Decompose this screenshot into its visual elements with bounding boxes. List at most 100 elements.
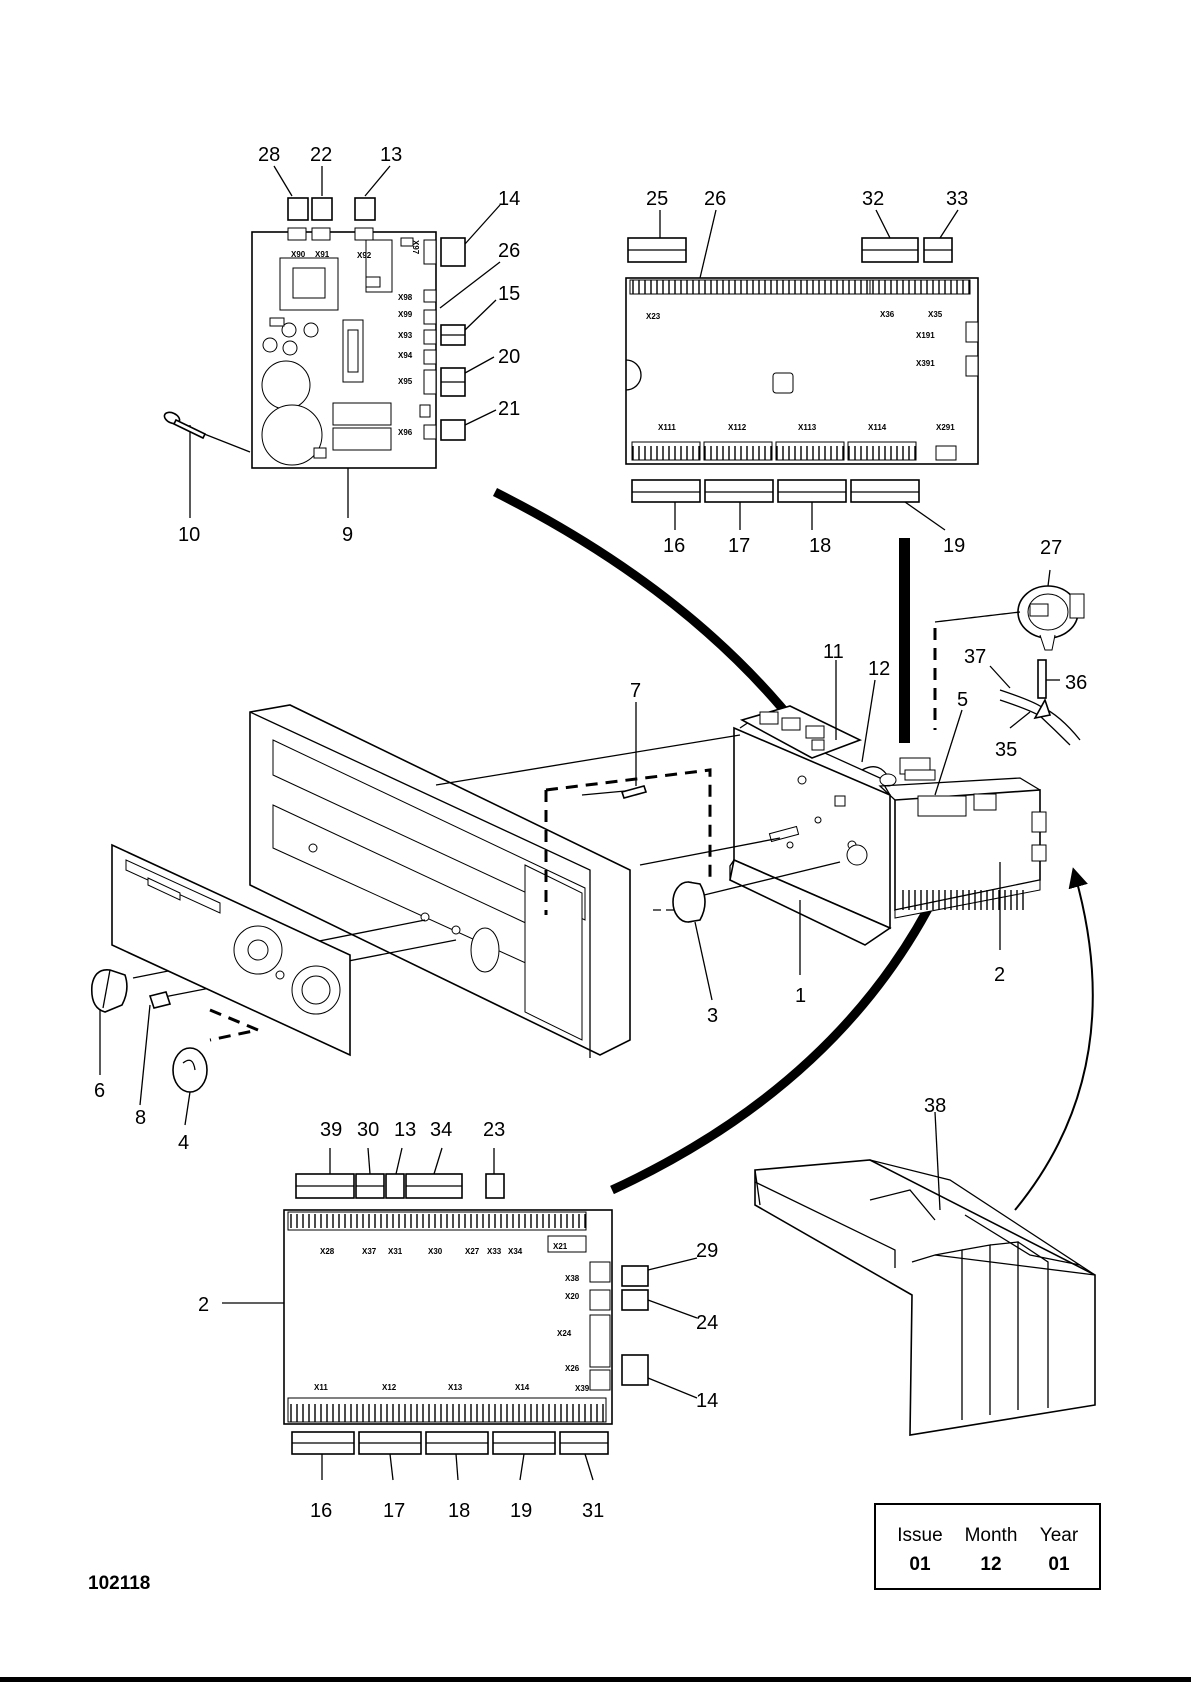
callout-18-top: 18: [809, 535, 831, 557]
conn-x28: X28: [320, 1247, 335, 1256]
callout-33: 33: [946, 188, 968, 210]
conn-x39: X39: [575, 1384, 590, 1393]
issue-label: Issue: [897, 1525, 943, 1546]
month-label: Month: [964, 1525, 1018, 1546]
leaders-assembly: [799, 660, 1001, 975]
conn-x38: X38: [565, 1274, 580, 1283]
leaders-top-right: [659, 209, 959, 531]
leader-38: [934, 1111, 941, 1211]
callout-29: 29: [696, 1240, 718, 1262]
callout-2-detail: 2: [198, 1294, 209, 1316]
conn-x94: X94: [398, 351, 413, 360]
conn-x27: X27: [465, 1247, 480, 1256]
leaders-27: [989, 569, 1060, 729]
conn-x35: X35: [928, 310, 943, 319]
conn-x31: X31: [388, 1247, 403, 1256]
callout-11: 11: [823, 641, 844, 663]
arrow-curve-bottom: [610, 873, 950, 1195]
conn-x95: X95: [398, 377, 413, 386]
pcb-2-detail: [283, 1209, 613, 1425]
year-value: 01: [1048, 1554, 1070, 1575]
conn-x21: X21: [553, 1242, 568, 1251]
callout-27: 27: [1040, 537, 1062, 559]
callout-32: 32: [862, 188, 884, 210]
leaders-pcb2: [222, 1147, 698, 1481]
conn-x20: X20: [565, 1292, 580, 1301]
lamp-8: [148, 991, 172, 1009]
arrow-cover-38: [1014, 867, 1094, 1211]
callout-36: 36: [1065, 672, 1087, 694]
part-7: [620, 785, 648, 799]
plug-group-top-right: [627, 237, 953, 503]
callout-13-bottom: 13: [394, 1119, 416, 1141]
callout-2-assembly: 2: [994, 964, 1005, 986]
callout-23: 23: [483, 1119, 505, 1141]
callout-12: 12: [868, 658, 890, 680]
dash-4: [209, 1008, 264, 1042]
conn-x191: X191: [916, 331, 935, 340]
conn-x113: X113: [798, 423, 817, 432]
conn-x23: X23: [646, 312, 661, 321]
issue-box: Issue Month Year 01 12 01: [874, 1503, 1101, 1590]
pcb-9: [251, 227, 437, 469]
leader-3: [694, 921, 713, 1001]
callout-35: 35: [995, 739, 1017, 761]
callout-25: 25: [646, 188, 668, 210]
conn-x97: X97: [411, 240, 420, 255]
callout-16-top: 16: [663, 535, 685, 557]
conn-x291: X291: [936, 423, 955, 432]
callout-17-top: 17: [728, 535, 750, 557]
plug-group-pcb9: [287, 197, 466, 441]
callout-10: 10: [178, 524, 200, 546]
callout-31: 31: [582, 1500, 604, 1522]
callout-13: 13: [380, 144, 402, 166]
callout-1: 1: [795, 985, 806, 1007]
callout-15: 15: [498, 283, 520, 305]
knob-3: [672, 881, 706, 923]
callout-4: 4: [178, 1132, 189, 1154]
callout-14-bottom: 14: [696, 1390, 718, 1412]
plug-group-pcb2: [291, 1173, 649, 1455]
leaders-pcb9: [188, 165, 501, 518]
pressure-switch-27: [1017, 585, 1085, 651]
arrow-curve-top-left: [492, 487, 804, 733]
callout-6: 6: [94, 1080, 105, 1102]
conn-x98: X98: [398, 293, 413, 302]
conn-x112: X112: [728, 423, 747, 432]
callout-34: 34: [430, 1119, 452, 1141]
conn-x36: X36: [880, 310, 895, 319]
callout-3: 3: [707, 1005, 718, 1027]
fascia-frame: [249, 704, 631, 1058]
callout-22: 22: [310, 144, 332, 166]
conn-x99: X99: [398, 310, 413, 319]
conn-x37: X37: [362, 1247, 377, 1256]
cover-38: [754, 1159, 1096, 1436]
callout-5: 5: [957, 689, 968, 711]
issue-value: 01: [909, 1554, 931, 1575]
callout-17-bottom: 17: [383, 1500, 405, 1522]
conn-x96: X96: [398, 428, 413, 437]
bracket-1: [729, 719, 892, 946]
callout-28: 28: [258, 144, 280, 166]
callout-26: 26: [498, 240, 520, 262]
conn-x34: X34: [508, 1247, 523, 1256]
screw-10: [163, 411, 207, 440]
callout-8: 8: [135, 1107, 146, 1129]
callout-21: 21: [498, 398, 520, 420]
board-on-bracket: [739, 705, 897, 787]
drawing-number: 102118: [88, 1573, 151, 1594]
conn-x30: X30: [428, 1247, 443, 1256]
bottom-rule: [0, 1677, 1191, 1682]
tube-36-37: [999, 659, 1081, 746]
leader-27-line: [934, 611, 1021, 623]
conn-x391: X391: [916, 359, 935, 368]
callout-18-bottom: 18: [448, 1500, 470, 1522]
conn-x26: X26: [565, 1364, 580, 1373]
conn-x111: X111: [658, 423, 676, 432]
callout-39: 39: [320, 1119, 342, 1141]
callout-19-bottom: 19: [510, 1500, 532, 1522]
month-value: 12: [980, 1554, 1002, 1575]
pcb-2-assembly: [878, 757, 1047, 919]
callout-7: 7: [630, 680, 641, 702]
